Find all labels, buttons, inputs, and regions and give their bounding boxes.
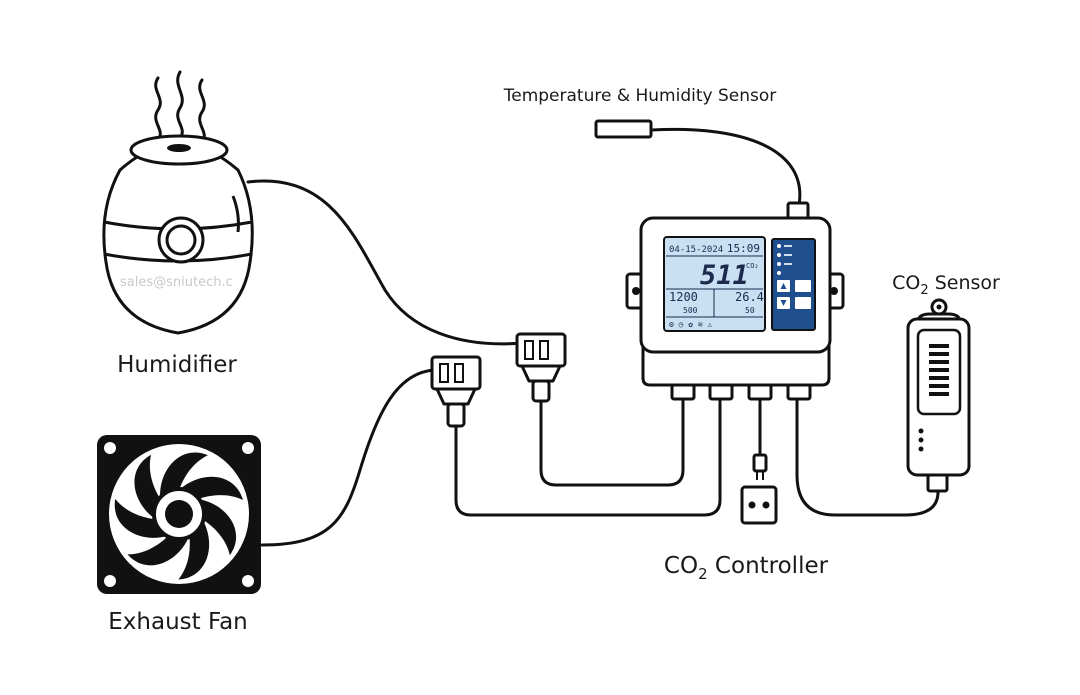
co2-sensor-icon	[906, 298, 971, 493]
lcd-co2-unit: CO₂	[746, 262, 759, 270]
cable-fan	[260, 368, 437, 547]
cable-co2-sensor	[795, 396, 940, 517]
lcd-date: 04-15-2024	[669, 245, 723, 255]
keypad-set-button[interactable]	[795, 297, 811, 309]
temp-sensor-label: Temperature & Humidity Sensor	[503, 86, 777, 106]
cable-temp-sensor	[650, 127, 802, 207]
lcd-status-icons: ⚙ ◷ ✿ ≋ ⚠	[669, 320, 713, 329]
cable-socket-a	[539, 396, 685, 487]
wall-socket-icon	[740, 485, 778, 525]
lcd-left-sub: 500	[683, 306, 698, 315]
watermark: sales@sniutech.c	[120, 275, 233, 290]
controller-label: CO2 Controller	[664, 553, 829, 583]
exhaust-fan-label: Exhaust Fan	[108, 609, 248, 635]
lcd-time: 15:09	[727, 242, 760, 255]
lcd-right-value: 26.4	[735, 290, 764, 304]
humidifier-label: Humidifier	[117, 352, 237, 378]
temp-humidity-sensor-icon	[594, 119, 653, 139]
cable-humidifier	[246, 179, 524, 346]
plug-fan	[430, 355, 482, 428]
cable-socket-b	[454, 396, 722, 517]
lcd-left-value: 1200	[669, 290, 698, 304]
co2-sensor-label: CO2 Sensor	[892, 272, 1000, 298]
power-plug-icon	[752, 453, 768, 480]
lcd-right-sub: 50	[745, 306, 755, 315]
keypad-menu-button[interactable]	[795, 280, 811, 292]
humidifier-icon	[102, 70, 254, 335]
cables	[246, 127, 940, 547]
lcd-co2-value: 511	[700, 260, 749, 291]
plug-humidifier	[515, 332, 567, 403]
exhaust-fan-icon	[97, 435, 261, 594]
co2-controller: 04-15-2024 15:09 511 CO₂ 1200 500 26.4 5…	[625, 201, 845, 401]
lcd-screen	[663, 236, 766, 332]
